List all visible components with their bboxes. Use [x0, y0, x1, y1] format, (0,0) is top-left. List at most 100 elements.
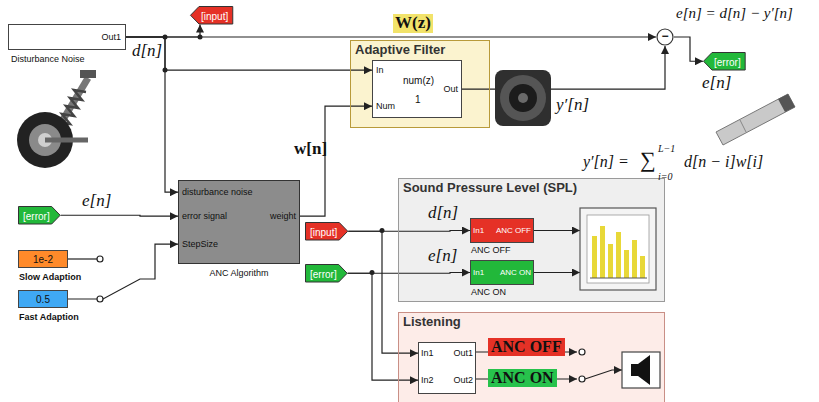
block-label: Out1 — [101, 32, 121, 42]
goto-tag: [input] — [190, 6, 233, 25]
audio-output-icon — [622, 352, 660, 388]
switch-label: ANC ON — [488, 369, 557, 387]
block-label: ANC OFF — [496, 226, 531, 235]
block-label: num(z) — [403, 75, 434, 87]
section-panel: Sound Pressure Level (SPL)In1ANC OFFANC … — [398, 178, 665, 302]
signal-name: e[n] — [82, 192, 111, 211]
tag-shape — [306, 265, 348, 283]
block-label: In — [376, 65, 384, 75]
listening-switch — [585, 370, 622, 379]
tag-shape — [704, 53, 746, 71]
step-size-switch — [68, 258, 97, 259]
audio-output-icon — [638, 355, 650, 385]
signal-wire — [674, 37, 703, 61]
loudspeaker — [500, 75, 546, 121]
section-panel: ListeningIn1Out1In2Out2 — [398, 312, 665, 402]
block-label: 0.5 — [19, 294, 67, 306]
block-label: Sound Pressure Level (SPL) — [403, 181, 577, 196]
block-label: Adaptive Filter — [355, 43, 445, 58]
signal-wire — [462, 46, 665, 89]
spectrum-scope — [624, 250, 629, 278]
block-label: ANC ON — [471, 287, 506, 297]
step-size-switch — [97, 256, 103, 262]
spectrum-scope — [608, 244, 613, 278]
block-label: ANC Algorithm — [179, 268, 299, 278]
from-tag: [input] — [305, 222, 348, 241]
signal-name: d[n] — [132, 42, 162, 61]
block-label: [input] — [310, 227, 337, 238]
from-tag: [error] — [18, 206, 61, 225]
loudspeaker — [509, 84, 537, 112]
subsystem-panel: Adaptive FilterInNumnum(z)1Out — [350, 40, 490, 128]
signal-name: w[n] — [294, 140, 327, 159]
signal-wire — [61, 215, 178, 217]
block-label: ANC OFF — [471, 245, 511, 255]
block-label: disturbance noise — [182, 187, 253, 197]
spectrum-scope — [616, 232, 621, 278]
selector-block: In1Out1In2Out2 — [418, 342, 476, 394]
spectrum-scope — [640, 256, 645, 278]
block-label: In1 — [473, 268, 484, 277]
block-label: Fast Adaption — [19, 312, 79, 322]
anc-algorithm-block: disturbance noise error signalStepSize wei… — [178, 180, 300, 264]
spectrum-scope — [587, 215, 649, 283]
junction-dots — [163, 35, 168, 40]
microphone — [716, 94, 795, 145]
block-label: StepSize — [182, 239, 218, 249]
signal-name: e[n] — [428, 247, 457, 266]
spectrum-scope — [592, 236, 597, 278]
block-label: [error] — [310, 269, 337, 280]
equation-limit: L−1 — [658, 143, 675, 154]
block-label: Listening — [403, 315, 461, 330]
block-label: [error] — [714, 57, 741, 68]
microphone — [716, 94, 795, 145]
spectrum-scope — [534, 208, 656, 290]
block-label: weight — [270, 211, 296, 221]
sum-circle — [657, 29, 673, 45]
wheel-suspension — [17, 70, 96, 168]
wheel-suspension — [45, 138, 88, 143]
spl-block: In1ANC ONANC ON — [470, 260, 534, 285]
block-label: Out1 — [453, 348, 473, 358]
spl-block: In1ANC OFFANC OFF — [470, 218, 534, 243]
block-label: Slow Adaption — [19, 272, 81, 282]
signal-name: y′[n] — [556, 96, 589, 115]
block-label: error signal — [182, 211, 227, 221]
goto-tag: [error] — [703, 52, 746, 71]
microphone — [778, 94, 795, 112]
listening-ground — [398, 312, 665, 402]
spectrum-scope — [534, 272, 580, 273]
block-label: [input] — [201, 11, 228, 22]
loudspeaker — [518, 93, 528, 103]
equation-symbol: ∑ — [640, 148, 656, 172]
block-label: 1e-2 — [19, 254, 67, 266]
signal-wire — [126, 37, 372, 70]
signal-wire — [300, 106, 372, 216]
junction-dots — [163, 68, 168, 73]
filter-block: InNumnum(z)1Out — [372, 60, 462, 118]
microphone — [740, 120, 746, 132]
audio-output-icon — [631, 364, 638, 376]
signal-name: d[n] — [428, 204, 458, 223]
switch-label: ANC OFF — [488, 338, 565, 356]
block-label: Num — [376, 101, 395, 111]
spectrum-scope — [632, 240, 637, 278]
block-label: − — [656, 30, 674, 44]
junction-dots — [370, 270, 375, 275]
tag-shape — [191, 7, 233, 25]
listening-switch — [579, 376, 585, 382]
constant-block: 1e-2Slow Adaption — [18, 250, 68, 268]
loudspeaker — [495, 70, 551, 126]
loudspeaker — [495, 70, 551, 126]
block-label: Out — [443, 84, 458, 94]
spectrum-scope — [590, 278, 647, 279]
source-block: Out1Disturbance Noise — [8, 24, 126, 50]
listening-switch — [579, 349, 585, 355]
spectrum-scope — [600, 226, 605, 278]
adaptive-filter-ground — [350, 40, 490, 128]
audio-output-icon — [622, 352, 660, 388]
spl-ground — [398, 178, 665, 302]
equation-limit: i=0 — [658, 171, 673, 182]
wheel-suspension — [80, 70, 96, 78]
